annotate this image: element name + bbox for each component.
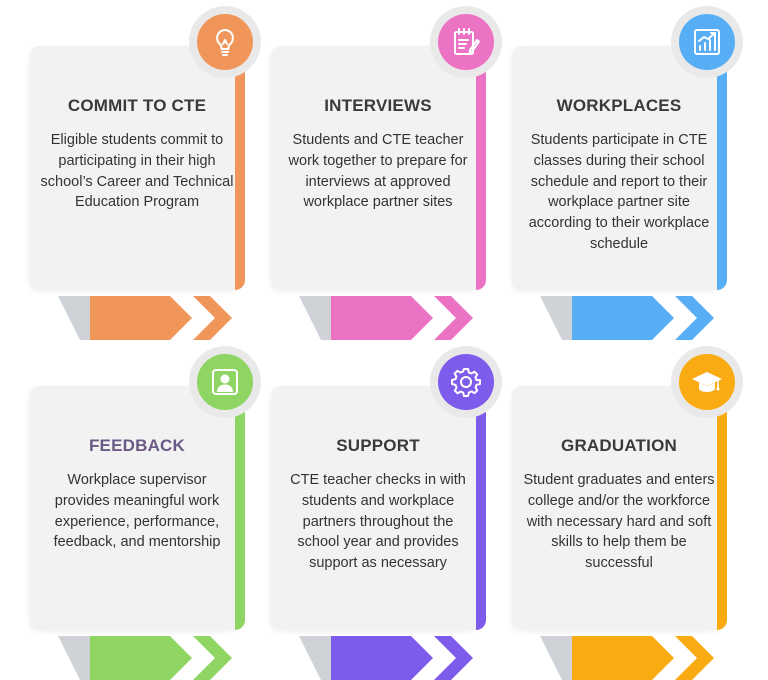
step-panel <box>30 386 235 630</box>
accent-stripe <box>235 386 245 630</box>
icon-badge <box>671 346 743 418</box>
step-title: COMMIT TO CTE <box>67 96 207 115</box>
icon-badge <box>671 6 743 78</box>
chevron-arrow-icon <box>58 296 232 340</box>
notepad-pencil-icon <box>454 28 480 55</box>
step-title: WORKPLACES <box>556 96 682 115</box>
step-description: Workplace supervisor provides meaningful… <box>53 472 221 551</box>
step-panel <box>271 46 476 290</box>
step-title: GRADUATION <box>561 436 677 455</box>
step-workplaces: WORKPLACES Students participate in CTE c… <box>512 6 752 340</box>
step-title: SUPPORT <box>336 436 420 455</box>
chevron-arrow-icon <box>58 636 232 680</box>
step-feedback: FEEDBACK Workplace supervisor provides m… <box>30 346 270 680</box>
graduation-cap-icon <box>692 372 722 392</box>
icon-badge <box>430 6 502 78</box>
step-interviews: INTERVIEWS Students and CTE teacher work… <box>271 6 511 340</box>
accent-stripe <box>717 46 727 290</box>
step-graduation: GRADUATION Student graduates and enters … <box>512 346 752 680</box>
accent-stripe <box>235 46 245 290</box>
accent-stripe <box>476 46 486 290</box>
lightbulb-icon <box>216 29 234 56</box>
icon-badge <box>189 346 261 418</box>
chevron-arrow-icon <box>540 636 714 680</box>
step-description: Students and CTE teacher work together t… <box>288 132 468 211</box>
chevron-arrow-icon <box>299 296 473 340</box>
icon-badge <box>430 346 502 418</box>
accent-stripe <box>717 386 727 630</box>
step-title: INTERVIEWS <box>324 96 432 115</box>
step-title: FEEDBACK <box>88 436 186 455</box>
step-support: SUPPORT CTE teacher checks in with stude… <box>271 346 511 680</box>
step-description: Eligible students commit to participatin… <box>40 132 234 211</box>
step-panel <box>512 46 717 290</box>
step-commit: COMMIT TO CTE Eligible students commit t… <box>30 6 270 340</box>
chevron-arrow-icon <box>299 636 473 680</box>
chevron-arrow-icon <box>540 296 714 340</box>
step-panel <box>512 386 717 630</box>
step-description: Students participate in CTE classes duri… <box>528 132 710 252</box>
step-panel <box>271 386 476 630</box>
growth-chart-icon <box>694 29 720 55</box>
step-description: CTE teacher checks in with students and … <box>290 472 466 572</box>
gear-icon <box>451 368 481 397</box>
accent-stripe <box>476 386 486 630</box>
step-panel <box>30 46 235 290</box>
user-icon <box>212 369 238 395</box>
step-description: Student graduates and enters college and… <box>523 472 715 572</box>
icon-badge <box>189 6 261 78</box>
